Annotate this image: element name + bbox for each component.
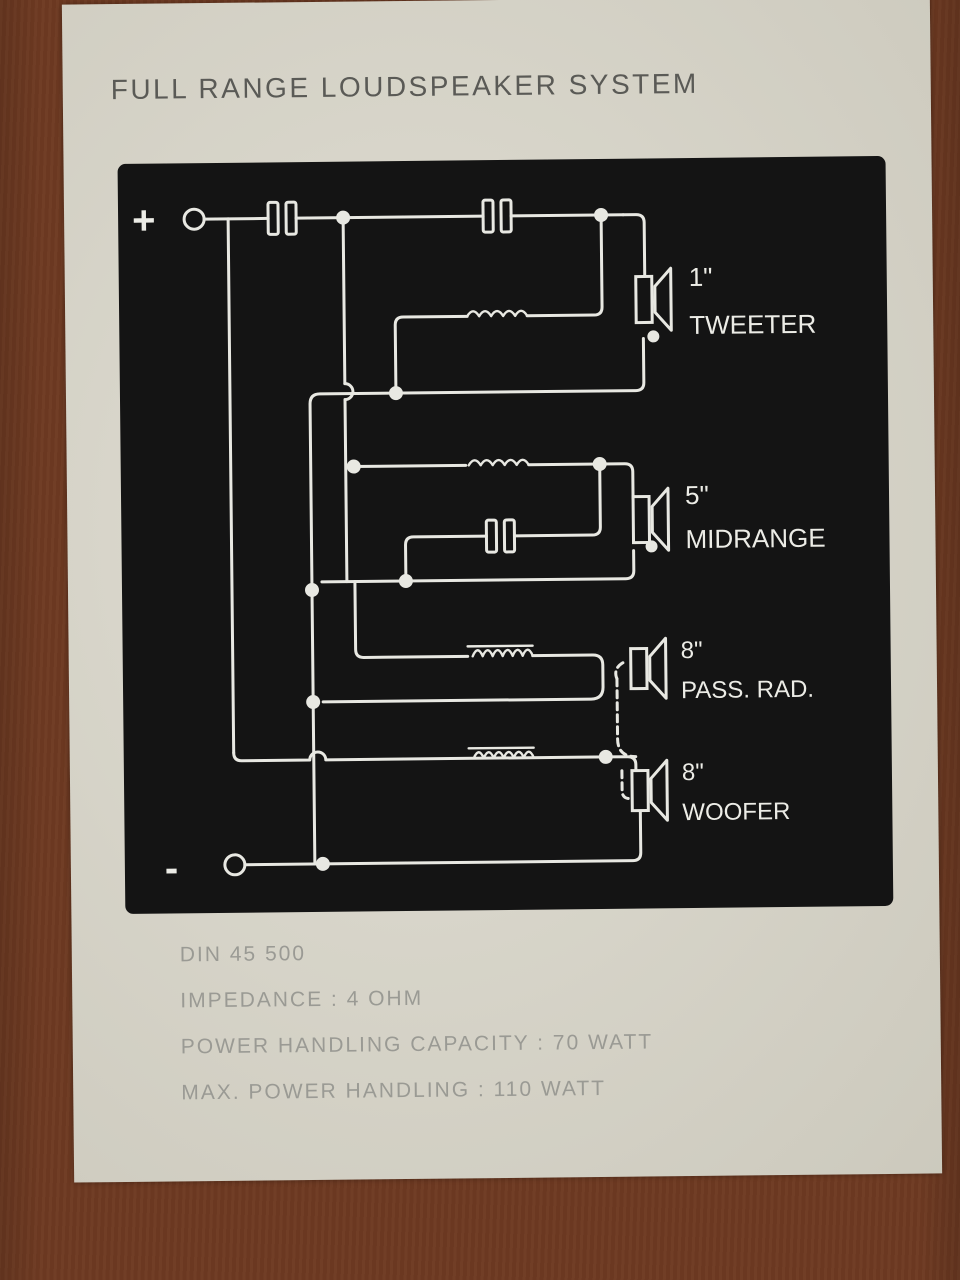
woofer-feed-end [604,755,638,775]
positive-terminal-sign: + [132,199,156,243]
spec-din: DIN 45 500 [179,942,307,967]
midrange-size: 5" [685,480,709,510]
inductor-l4 [467,746,535,760]
woofer-link [620,769,632,801]
pass-rad-feed [353,580,470,659]
inductor-l3 [466,644,534,658]
mid-shunt-right [512,462,602,538]
top-rail-b [294,214,485,220]
tweeter-size: 1" [689,262,713,292]
c1-bus-hop [343,382,355,402]
passive-radiator-speaker-icon [629,636,668,700]
pass-rad-size: 8" [681,637,703,664]
spec-list: DIN 45 500 IMPEDANCE : 4 OHM POWER HANDL… [180,936,880,1104]
crossover-schematic: + - [117,155,894,914]
negative-bus [308,337,646,866]
mid-feed-b [527,462,635,501]
spec-impedance: IMPEDANCE : 4 OHM [180,986,424,1013]
pass-rad-loop [321,653,605,704]
speaker-label-card: FULL RANGE LOUDSPEAKER SYSTEM + - [61,0,943,1183]
tweeter-feed [621,213,647,278]
inductor-l1 [465,309,529,318]
tweeter-name: TWEETER [689,309,816,340]
positive-terminal [182,207,206,231]
capacitor-c2 [481,198,513,234]
negative-terminal [223,853,247,877]
tweeter-shunt-top [525,213,604,318]
mid-feed-a [352,463,468,469]
pass-rad-link-top [614,661,629,681]
capacitor-c3 [484,518,517,554]
woofer-return [321,809,643,866]
woofer-feed-line [232,750,608,763]
junction [306,694,321,709]
tweeter-speaker-icon [634,266,673,343]
positive-bus [226,217,236,755]
junction [304,582,319,597]
woofer-size: 8" [682,759,704,786]
label-title: FULL RANGE LOUDSPEAKER SYSTEM [110,67,699,106]
pass-rad-name: PASS. RAD. [681,676,814,704]
negative-lead [243,862,325,867]
spec-power-capacity: POWER HANDLING CAPACITY : 70 WATT [180,1030,654,1059]
tweeter-shunt-left [393,314,469,395]
capacitor-c1 [266,200,298,236]
midrange-name: MIDRANGE [685,523,825,554]
inductor-l2 [467,458,530,467]
mid-return [320,549,636,584]
mid-shunt-left [404,534,488,583]
woofer-speaker-icon [630,758,669,822]
midrange-speaker-icon [631,486,671,553]
spec-max-power: MAX. POWER HANDLING : 110 WATT [181,1076,607,1105]
crossover-schematic-drawing: + - [132,198,826,891]
pass-rad-link [615,677,638,759]
woofer-name: WOOFER [682,798,790,826]
c1-bus [341,216,347,386]
negative-terminal-sign: - [165,846,179,890]
c1-bus-lower [343,398,349,584]
